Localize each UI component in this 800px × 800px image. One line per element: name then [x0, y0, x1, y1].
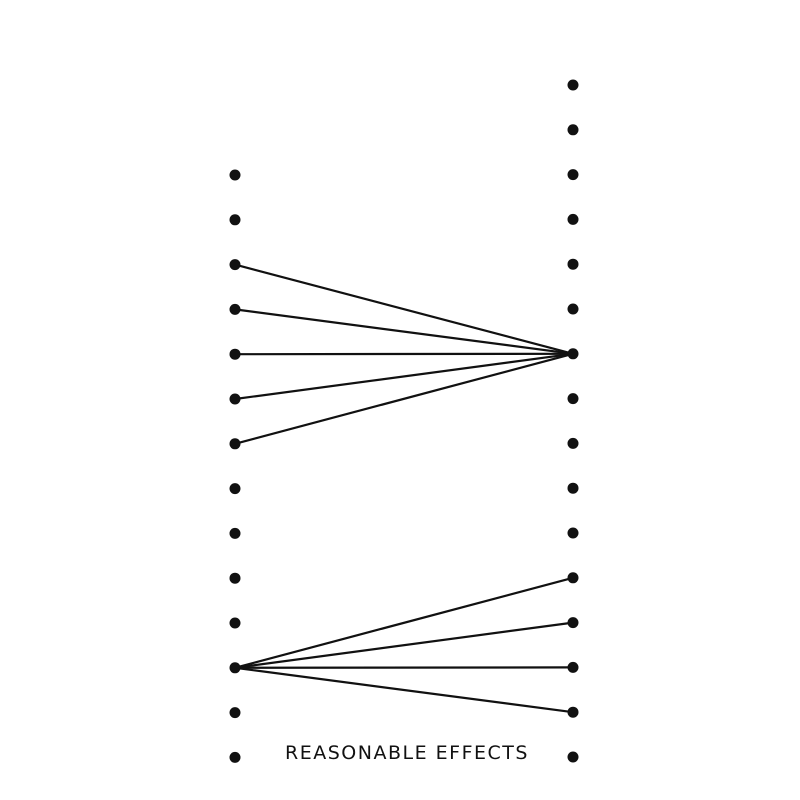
- right-column-nodes: [567, 79, 579, 763]
- left-column-nodes: [229, 169, 241, 763]
- left-node-5: [229, 393, 241, 405]
- left-node-11: [229, 662, 241, 674]
- connection-line-4: [233, 352, 575, 445]
- connection-line-3: [233, 352, 575, 401]
- left-node-2: [229, 259, 241, 271]
- right-node-6: [567, 348, 579, 360]
- right-node-8: [567, 437, 579, 449]
- right-node-10: [567, 527, 579, 539]
- right-node-7: [567, 393, 579, 405]
- left-node-0: [229, 169, 241, 181]
- right-node-9: [567, 482, 579, 494]
- right-node-5: [567, 303, 579, 315]
- left-node-6: [229, 438, 241, 450]
- right-node-1: [567, 124, 579, 136]
- connection-line-1: [233, 308, 575, 355]
- connection-line-8: [233, 666, 575, 714]
- left-node-3: [229, 303, 241, 315]
- right-node-2: [567, 169, 579, 181]
- left-node-8: [229, 527, 241, 539]
- left-node-1: [229, 214, 241, 226]
- connection-line-5: [233, 576, 575, 669]
- left-node-7: [229, 483, 241, 495]
- left-node-13: [229, 751, 241, 763]
- connection-line-0: [233, 263, 575, 355]
- left-node-9: [229, 572, 241, 584]
- right-node-4: [567, 258, 579, 270]
- right-node-3: [567, 213, 579, 225]
- right-node-13: [567, 661, 579, 673]
- right-node-15: [567, 751, 579, 763]
- left-node-10: [229, 617, 241, 629]
- left-node-4: [229, 348, 241, 360]
- diagram-caption: REASONABLE EFFECTS: [285, 742, 529, 764]
- right-node-11: [567, 572, 579, 584]
- connection-line-6: [233, 621, 575, 669]
- left-node-12: [229, 707, 241, 719]
- connection-lines: [233, 263, 575, 714]
- right-node-14: [567, 706, 579, 718]
- right-node-0: [567, 79, 579, 91]
- right-node-12: [567, 617, 579, 629]
